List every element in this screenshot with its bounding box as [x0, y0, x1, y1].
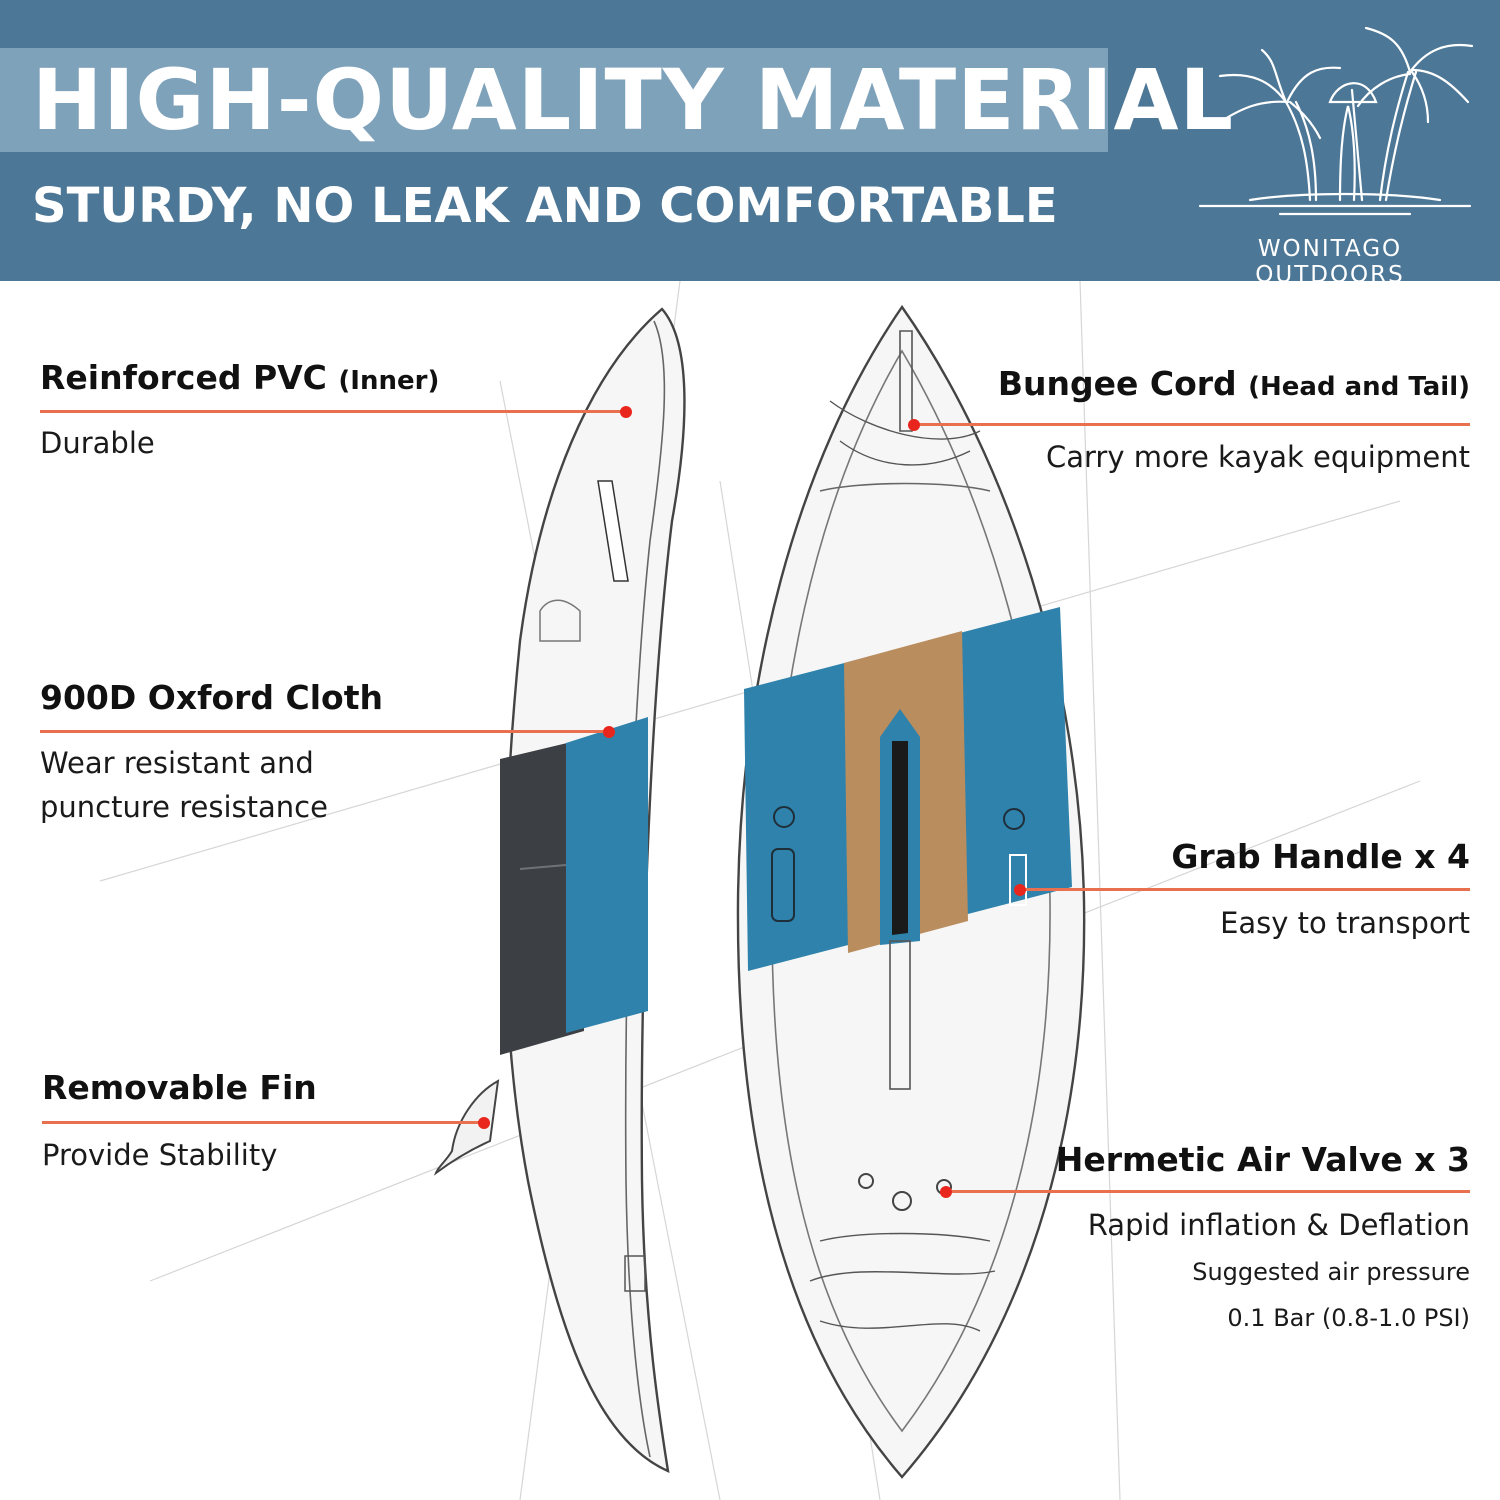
- page-title: HIGH-QUALITY MATERIAL: [32, 51, 1235, 149]
- oxford-description-line1: Wear resistant and: [40, 746, 314, 780]
- brand-name: WONITAGO OUTDOORS: [1255, 236, 1405, 288]
- bungee-description: Carry more kayak equipment: [1045, 440, 1470, 474]
- valve-marker: [940, 1186, 952, 1198]
- kayak-illustration: [99, 281, 1421, 1500]
- pvc-qualifier: (Inner): [338, 366, 440, 396]
- bungee-title: Bungee Cord (Head and Tail): [998, 364, 1470, 403]
- pvc-marker: [620, 406, 632, 418]
- bungee-marker: [908, 419, 920, 431]
- kayak-side-view: [434, 307, 686, 1473]
- handle-title: Grab Handle x 4: [1171, 837, 1470, 876]
- pvc-leader-line: [40, 410, 626, 413]
- oxford-description-line2: puncture resistance: [40, 790, 328, 824]
- pvc-title: Reinforced PVC (Inner): [40, 358, 439, 397]
- fin-marker: [478, 1117, 490, 1129]
- valve-note-line1: Suggested air pressure: [1192, 1258, 1470, 1286]
- header-banner: [0, 0, 1500, 281]
- bungee-leader-line: [914, 423, 1470, 426]
- oxford-marker: [603, 726, 615, 738]
- bungee-qualifier: (Head and Tail): [1248, 372, 1470, 402]
- handle-description: Easy to transport: [1220, 906, 1470, 940]
- fin-leader-line: [42, 1121, 484, 1124]
- bungee-title-text: Bungee Cord: [997, 364, 1237, 403]
- valve-description: Rapid inflation & Deflation: [1087, 1208, 1470, 1242]
- kayak-top-view: [736, 304, 1086, 1479]
- valve-leader-line: [946, 1190, 1470, 1193]
- title-band: [0, 48, 1108, 152]
- valve-note-line2: 0.1 Bar (0.8-1.0 PSI): [1227, 1304, 1470, 1332]
- valve-title: Hermetic Air Valve x 3: [1055, 1140, 1470, 1179]
- pvc-title-text: Reinforced PVC: [40, 358, 327, 397]
- oxford-title: 900D Oxford Cloth: [40, 678, 383, 717]
- fin-title: Removable Fin: [42, 1068, 317, 1107]
- handle-marker: [1014, 884, 1026, 896]
- fin-description: Provide Stability: [42, 1138, 278, 1172]
- page-subtitle: STURDY, NO LEAK AND COMFORTABLE: [32, 178, 1058, 234]
- oxford-leader-line: [40, 730, 610, 733]
- palm-tree-logo-icon: [1198, 26, 1474, 216]
- pvc-description: Durable: [40, 426, 155, 460]
- handle-leader-line: [1020, 888, 1470, 891]
